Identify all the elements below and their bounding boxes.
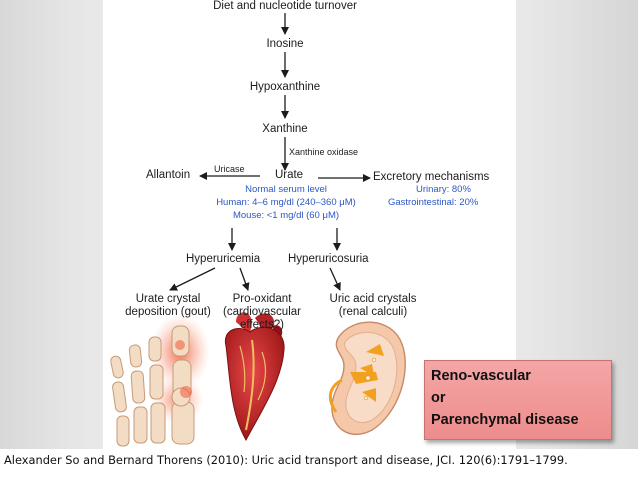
callout-line2: or bbox=[431, 390, 446, 406]
node-inosine: Inosine bbox=[266, 38, 304, 50]
outcome-gout: Urate crystal deposition (gout) bbox=[125, 293, 211, 319]
serum-human: Human: 4–6 mg/dl (240–360 μM) bbox=[216, 197, 356, 208]
serum-mouse: Mouse: <1 mg/dl (60 μM) bbox=[232, 210, 340, 221]
citation: Alexander So and Bernard Thorens (2010):… bbox=[4, 453, 568, 467]
serum-heading: Normal serum level bbox=[245, 184, 327, 195]
node-allantoin: Allantoin bbox=[146, 169, 191, 181]
arrow-hyperuricosuria-uricacid bbox=[329, 267, 341, 291]
callout-line1: Reno-vascular bbox=[431, 368, 531, 384]
node-hyperuricosuria: Hyperuricosuria bbox=[288, 253, 369, 265]
node-hypoxanthine: Hypoxanthine bbox=[249, 81, 321, 93]
foot-bones-image bbox=[110, 314, 210, 447]
excretion-gastro: Gastrointestinal: 20% bbox=[388, 197, 479, 208]
arrow-hyperuricemia-prooxidant bbox=[239, 267, 250, 291]
outcome-uricacid-line1: Uric acid crystals bbox=[329, 293, 417, 305]
outcome-prooxidant: Pro-oxidant (cardiovascular effects?) bbox=[223, 293, 301, 332]
outcome-gout-line2: deposition (gout) bbox=[125, 306, 211, 318]
kidney-image bbox=[328, 321, 406, 436]
outcome-uricacid: Uric acid crystals (renal calculi) bbox=[330, 293, 417, 319]
callout-line3: Parenchymal disease bbox=[431, 412, 579, 428]
outcome-prooxidant-line1: Pro-oxidant bbox=[232, 293, 292, 305]
heart-image bbox=[224, 312, 285, 442]
outcome-gout-line1: Urate crystal bbox=[135, 293, 201, 305]
label-xanthine-oxidase: Xanthine oxidase bbox=[289, 147, 359, 157]
node-diet: Diet and nucleotide turnover bbox=[213, 0, 357, 12]
node-excretory: Excretory mechanisms bbox=[373, 171, 490, 183]
outcome-prooxidant-line2: (cardiovascular bbox=[223, 306, 301, 318]
node-xanthine: Xanthine bbox=[262, 123, 308, 135]
label-uricase: Uricase bbox=[214, 164, 245, 174]
arrow-hyperuricemia-gout bbox=[169, 267, 216, 291]
outcome-prooxidant-line3: effects?) bbox=[240, 319, 284, 331]
excretion-urinary: Urinary: 80% bbox=[416, 184, 471, 195]
node-urate: Urate bbox=[274, 169, 304, 181]
callout-box: Reno-vascular or Parenchymal disease bbox=[424, 360, 612, 440]
background-left bbox=[0, 0, 103, 449]
node-hyperuricemia: Hyperuricemia bbox=[186, 253, 261, 265]
outcome-uricacid-line2: (renal calculi) bbox=[338, 306, 408, 318]
